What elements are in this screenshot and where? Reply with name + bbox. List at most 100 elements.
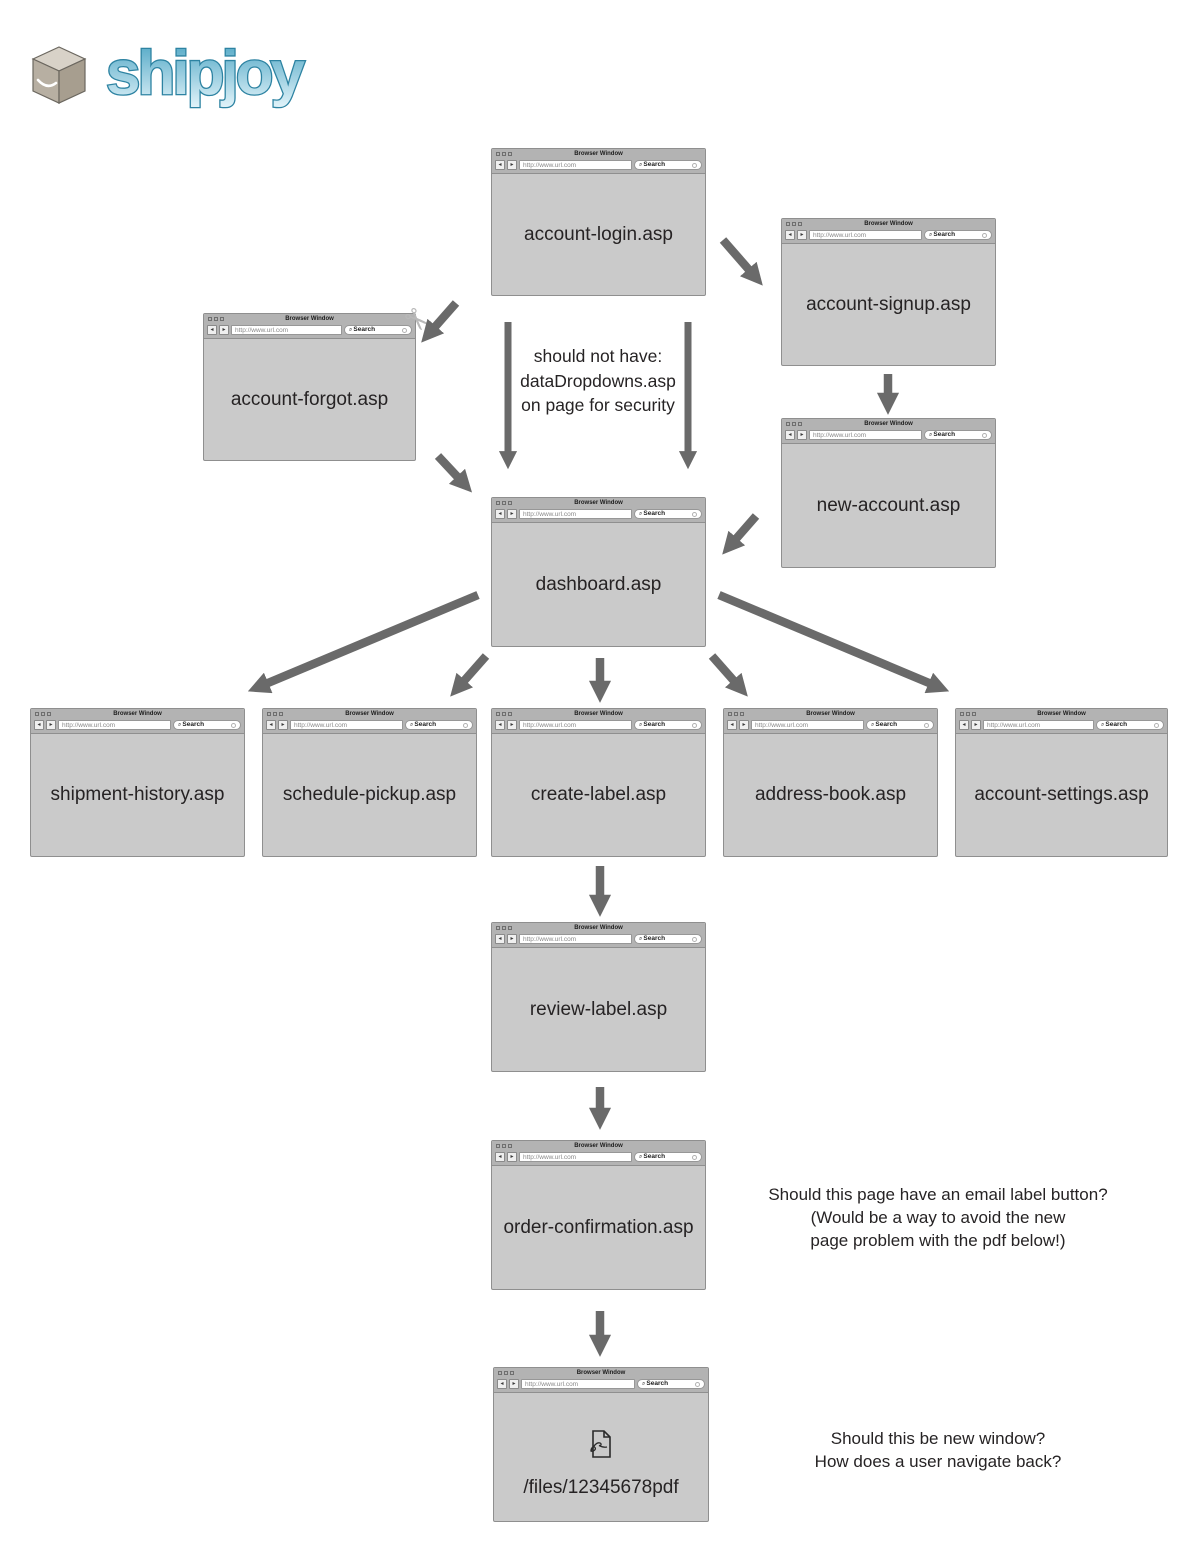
back-button-icon: ◂ [727,720,737,730]
url-field: http://www.url.com [519,160,632,170]
browser-window-address-book: Browser Window ◂ ▸ http://www.url.com ⌕ … [723,708,938,857]
search-label: Search [933,230,956,238]
back-button-icon: ◂ [785,230,795,240]
search-label: Search [643,160,666,168]
arrow-account-forgot-to-dashboard [434,453,473,493]
search-icon: ⌕ [929,232,933,238]
window-titlebar: Browser Window [204,314,415,324]
back-button-icon: ◂ [207,325,217,335]
url-field: http://www.url.com [231,325,342,335]
forward-button-icon: ▸ [278,720,288,730]
arrow-dashboard-to-account-settings [717,591,950,694]
browser-chrome: Browser Window ◂ ▸ http://www.url.com ⌕ … [494,1368,708,1393]
browser-toolbar: ◂ ▸ http://www.url.com ⌕ Search [782,229,995,243]
window-control-icon [510,1371,514,1375]
search-label: Search [643,934,666,942]
window-control-icon [502,152,506,156]
search-icon: ⌕ [871,722,875,728]
search-field: ⌕ Search [634,160,702,170]
page-label: /files/12345678pdf [523,1476,679,1498]
url-field: http://www.url.com [519,1152,632,1162]
window-controls [498,1371,514,1375]
window-control-icon [214,317,218,321]
back-button-icon: ◂ [959,720,969,730]
window-control-icon [508,501,512,505]
window-controls [496,926,512,930]
search-label: Search [353,325,376,333]
window-title: Browser Window [1037,711,1086,717]
window-body: account-login.asp [492,174,705,295]
window-control-icon [502,1144,506,1148]
forward-button-icon: ▸ [507,509,517,519]
search-icon: ⌕ [178,722,182,728]
page-label: dashboard.asp [535,573,662,595]
window-controls [728,712,744,716]
arrow-dashboard-to-address-book [708,653,748,697]
back-button-icon: ◂ [497,1379,507,1389]
browser-toolbar: ◂ ▸ http://www.url.com ⌕ Search [492,508,705,522]
browser-toolbar: ◂ ▸ http://www.url.com ⌕ Search [956,719,1167,733]
search-icon: ⌕ [410,722,414,728]
window-title: Browser Window [806,711,855,717]
search-field: ⌕ Search [634,720,702,730]
browser-toolbar: ◂ ▸ http://www.url.com ⌕ Search [492,159,705,173]
search-label: Search [646,1379,669,1387]
search-field: ⌕ Search [637,1379,705,1389]
window-control-icon [273,712,277,716]
search-label: Search [933,430,956,438]
window-control-icon [792,222,796,226]
page-label: account-login.asp [524,223,673,245]
back-button-icon: ◂ [495,160,505,170]
window-controls [786,422,802,426]
back-button-icon: ◂ [495,509,505,519]
page-label: review-label.asp [529,998,668,1020]
snapback-circle-icon [692,722,697,728]
window-control-icon [220,317,224,321]
search-field: ⌕ Search [405,720,473,730]
window-titlebar: Browser Window [724,709,937,719]
window-title: Browser Window [864,221,913,227]
search-icon: ⌕ [349,327,353,333]
url-field: http://www.url.com [519,509,632,519]
search-icon: ⌕ [929,432,933,438]
window-control-icon [508,152,512,156]
window-control-icon [972,712,976,716]
snapback-circle-icon [231,722,236,728]
search-icon: ⌕ [639,1154,643,1160]
window-control-icon [960,712,964,716]
search-icon: ⌕ [639,162,643,168]
window-controls [496,501,512,505]
page-label: account-forgot.asp [230,388,389,410]
back-button-icon: ◂ [785,430,795,440]
window-control-icon [208,317,212,321]
browser-chrome: Browser Window ◂ ▸ http://www.url.com ⌕ … [492,709,705,734]
window-control-icon [798,222,802,226]
search-field: ⌕ Search [1096,720,1164,730]
arrow-dashboard-to-schedule-pickup [450,653,490,697]
window-control-icon [966,712,970,716]
page-label: address-book.asp [754,784,907,805]
window-titlebar: Browser Window [492,709,705,719]
window-titlebar: Browser Window [31,709,244,719]
search-label: Search [643,720,666,728]
page-label: shipment-history.asp [50,784,225,805]
search-label: Search [643,509,666,517]
back-button-icon: ◂ [495,1152,505,1162]
window-control-icon [498,1371,502,1375]
window-control-icon [786,422,790,426]
window-control-icon [786,222,790,226]
url-field: http://www.url.com [519,720,632,730]
window-control-icon [502,712,506,716]
window-titlebar: Browser Window [263,709,476,719]
browser-toolbar: ◂ ▸ http://www.url.com ⌕ Search [492,1151,705,1165]
window-titlebar: Browser Window [782,419,995,429]
window-control-icon [740,712,744,716]
security-note: should not have: dataDropdowns.asp on pa… [520,346,676,415]
browser-window-pdf-file: Browser Window ◂ ▸ http://www.url.com ⌕ … [493,1367,709,1522]
window-title: Browser Window [574,711,623,717]
window-body: review-label.asp [492,948,705,1071]
window-titlebar: Browser Window [492,1141,705,1151]
window-controls [960,712,976,716]
browser-window-dashboard: Browser Window ◂ ▸ http://www.url.com ⌕ … [491,497,706,647]
browser-chrome: Browser Window ◂ ▸ http://www.url.com ⌕ … [263,709,476,734]
